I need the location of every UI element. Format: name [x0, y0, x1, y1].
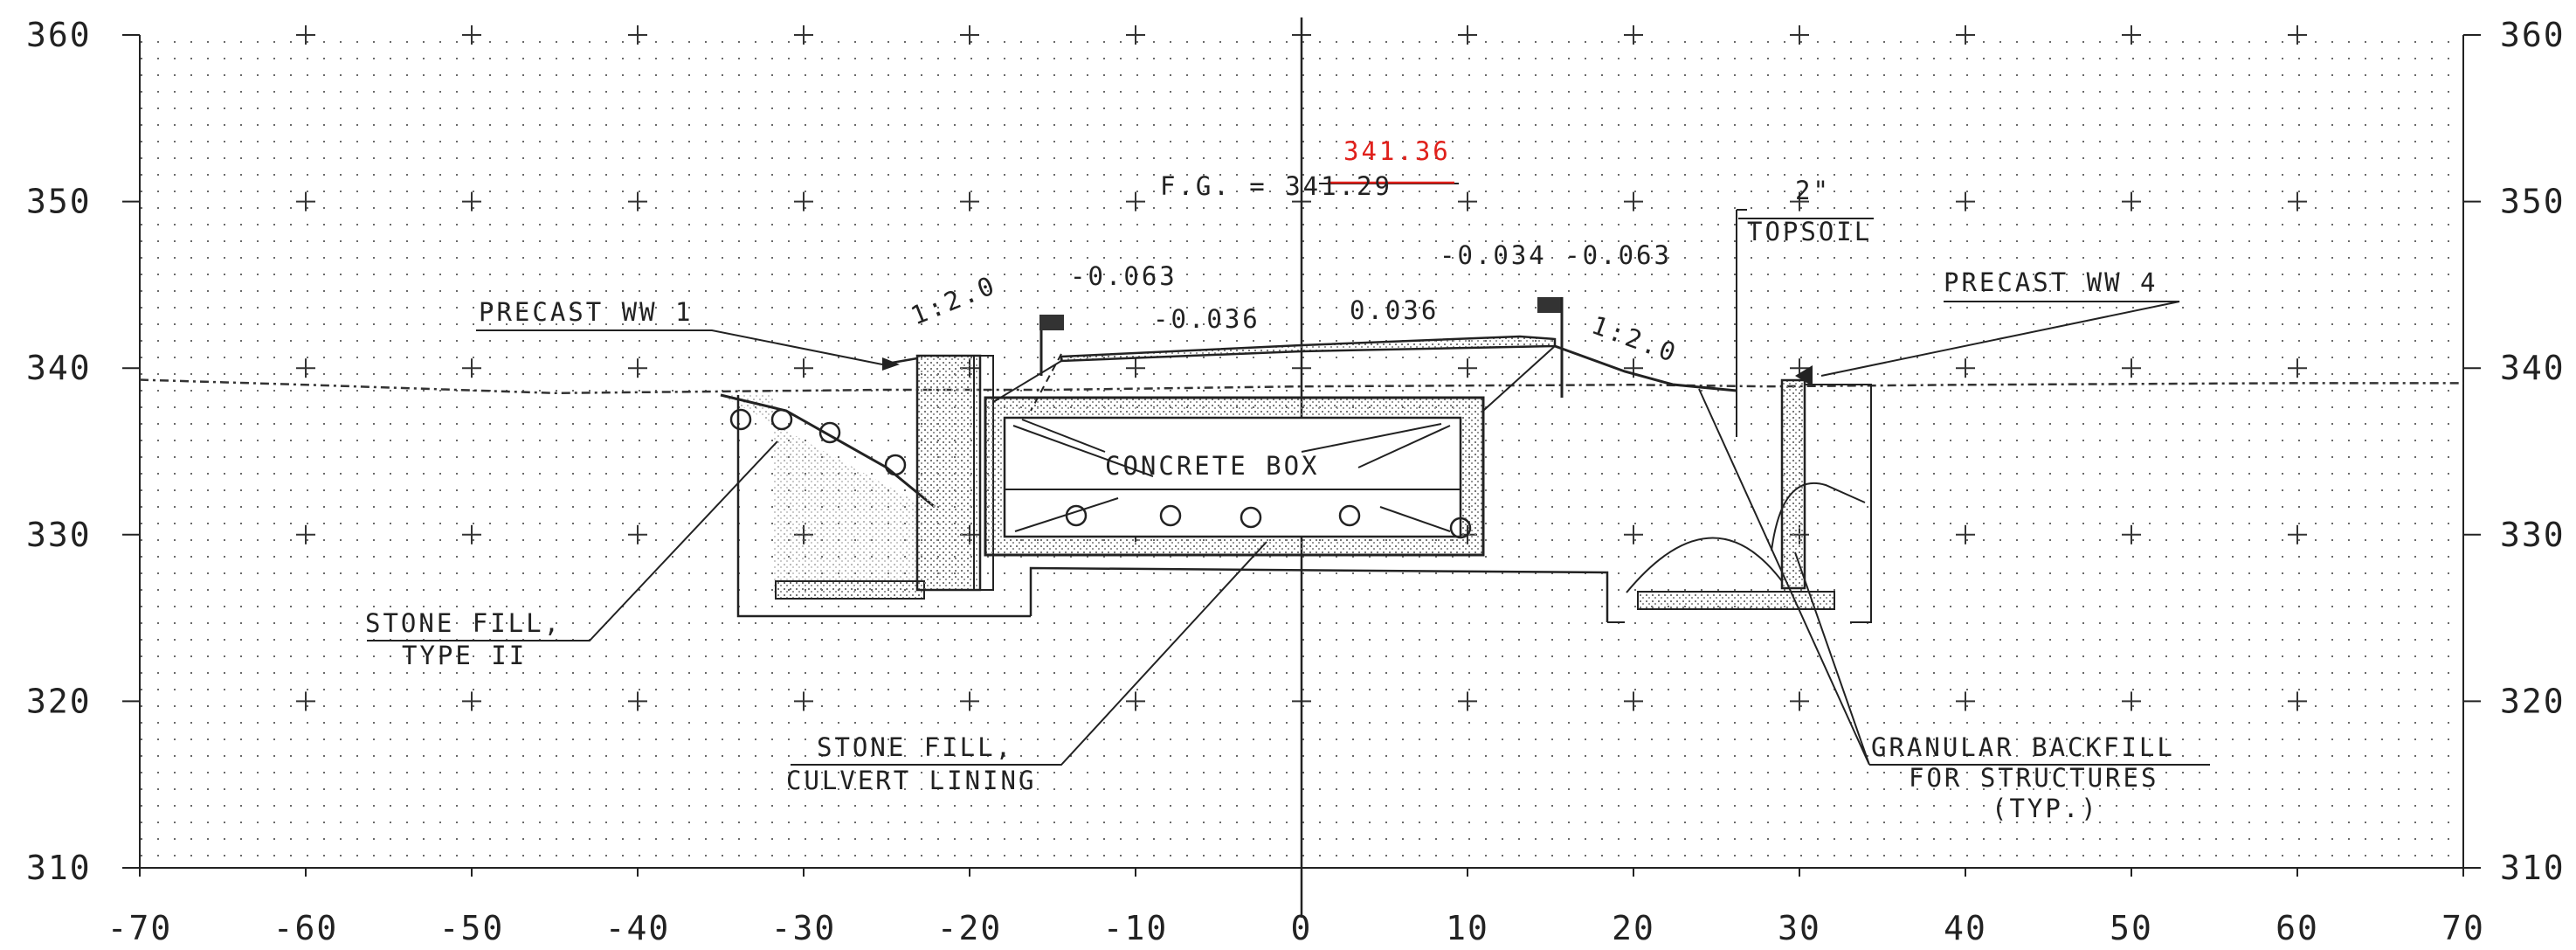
grade-right-top: -0.034 -0.063 [1440, 240, 1672, 270]
y-label: 340 [26, 349, 92, 387]
x-label: -50 [439, 909, 505, 947]
riprap-stone [884, 454, 907, 476]
x-label: -30 [771, 909, 837, 947]
y-label: 360 [2500, 16, 2566, 54]
y-ticks-right [2463, 34, 2481, 869]
x-axis-labels: -70 -60 -50 -40 -30 -20 -10 0 10 20 30 4… [107, 909, 2485, 947]
x-label: 10 [1446, 909, 1489, 947]
y-axis-left-labels: 310 320 330 340 350 360 [26, 16, 92, 887]
culvert-fill-label: STONE FILL, [817, 732, 1013, 762]
backfill-label: GRANULAR BACKFILL [1871, 732, 2175, 762]
fg-revised-label: 341.36 [1343, 136, 1451, 166]
x-label: 40 [1944, 909, 1987, 947]
right-headwall [1554, 209, 1872, 623]
x-label: -70 [107, 909, 173, 947]
riprap-stone [729, 408, 752, 431]
x-label: 30 [1778, 909, 1821, 947]
leader-lines [367, 183, 2210, 766]
concrete-box-label: CONCRETE BOX [1105, 451, 1320, 481]
grade-left-top: -0.063 [1070, 261, 1178, 291]
x-label: 70 [2441, 909, 2485, 947]
y-label: 330 [26, 516, 92, 554]
stone-fill-label: STONE FILL, [365, 608, 562, 638]
riprap-stone [1065, 504, 1088, 527]
concrete-box-culvert [984, 396, 1609, 622]
y-label: 310 [26, 849, 92, 887]
grade-left: -0.036 [1153, 304, 1260, 334]
x-label: -60 [273, 909, 339, 947]
fg-label: F.G. = 341.29 [1160, 171, 1392, 201]
y-ticks-left [122, 34, 140, 869]
y-label: 330 [2500, 516, 2566, 554]
y-label: 320 [26, 682, 92, 720]
riprap-stone [818, 421, 841, 444]
riprap-stone [1240, 506, 1262, 529]
annotations: 341.36 F.G. = 341.29 2" TOPSOIL -0.063 -… [365, 136, 2175, 823]
stone-fill-type-label: TYPE II [402, 641, 527, 670]
topsoil-dim-label: 2" [1795, 176, 1831, 205]
y-label: 350 [2500, 183, 2566, 221]
guardrail-post [1039, 315, 1064, 330]
riprap-stone [1159, 504, 1182, 527]
y-label: 320 [2500, 682, 2566, 720]
culvert-lining-label: CULVERT LINING [786, 766, 1036, 795]
left-headwall [881, 354, 994, 592]
x-label: 50 [2110, 909, 2153, 947]
x-label: -10 [1103, 909, 1169, 947]
guardrail-post [1537, 297, 1562, 313]
topsoil-label: TOPSOIL [1747, 217, 1872, 246]
grade-right: 0.036 [1350, 295, 1439, 325]
y-axis-right-labels: 310 320 330 340 350 360 [2500, 16, 2566, 887]
roadway-surface [992, 297, 1564, 412]
y-label: 350 [26, 183, 92, 221]
precast-ww4-label: PRECAST WW 4 [1944, 267, 2158, 297]
x-ticks [139, 868, 2464, 877]
y-label: 340 [2500, 349, 2566, 387]
x-label: 20 [1612, 909, 1655, 947]
backfill-typ-label: (TYP.) [1992, 794, 2099, 823]
left-embankment [720, 393, 1031, 618]
precast-ww1-label: PRECAST WW 1 [479, 297, 694, 327]
riprap-stone [770, 408, 793, 431]
x-label: -40 [605, 909, 671, 947]
x-label: 0 [1291, 909, 1313, 947]
x-label: 60 [2276, 909, 2319, 947]
backfill-structures-label: FOR STRUCTURES [1909, 763, 2158, 793]
grid-crosshairs [296, 25, 2307, 711]
y-label: 360 [26, 16, 92, 54]
riprap-stone [1449, 517, 1472, 539]
x-label: -20 [937, 909, 1003, 947]
riprap-stone [1338, 504, 1361, 527]
y-label: 310 [2500, 849, 2566, 887]
